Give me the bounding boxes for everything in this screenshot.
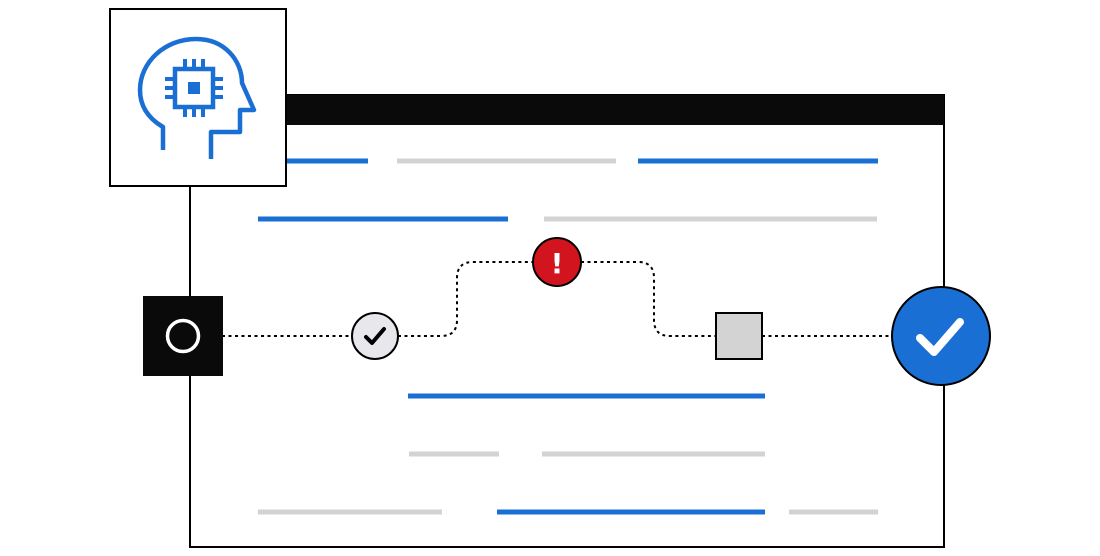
checkmark-icon	[364, 327, 386, 345]
start-node-box	[143, 296, 223, 376]
step-pending-node	[715, 312, 763, 360]
start-node	[143, 296, 223, 376]
chip-pins	[165, 59, 223, 117]
window-frame	[189, 94, 945, 548]
window-title-bar	[190, 95, 944, 125]
finish-node	[891, 286, 991, 386]
square-icon	[715, 312, 763, 360]
exclamation-icon: !	[551, 247, 564, 280]
checkmark-icon	[916, 318, 964, 356]
chip-core	[188, 82, 200, 94]
head-profile-outline	[137, 36, 257, 159]
step-complete-node	[351, 312, 399, 360]
ai-badge	[109, 8, 287, 187]
step-alert-circle	[532, 237, 582, 287]
step-alert-node: !	[532, 237, 582, 287]
ai-badge-frame	[109, 8, 287, 187]
step-complete-circle	[351, 312, 399, 360]
workflow-path	[222, 261, 892, 337]
finish-circle	[891, 286, 991, 386]
circle-icon	[165, 318, 201, 354]
ai-head-chip-icon	[137, 36, 257, 159]
